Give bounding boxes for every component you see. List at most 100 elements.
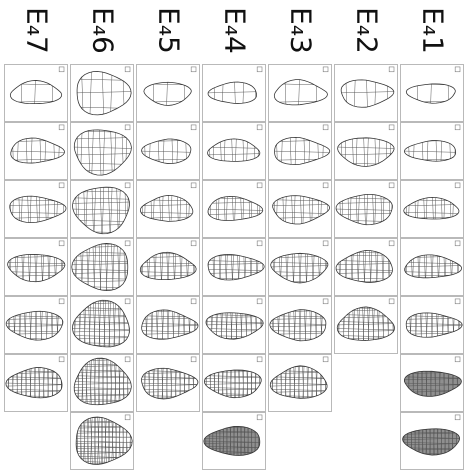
mesh-outline <box>11 138 65 163</box>
corner-marker-icon <box>125 299 130 304</box>
mesh-tile <box>70 122 134 180</box>
corner-marker-icon <box>257 67 262 72</box>
mesh-tile <box>334 122 398 180</box>
mesh-shape <box>5 123 67 179</box>
mesh-tile <box>4 122 68 180</box>
corner-marker-icon <box>455 299 460 304</box>
corner-marker-icon <box>59 357 64 362</box>
mesh-shape <box>269 181 331 237</box>
mesh-tile <box>136 296 200 354</box>
mesh-tile <box>268 180 332 238</box>
mesh-shape <box>203 239 265 295</box>
mesh-outline <box>338 138 394 167</box>
mesh-grid <box>71 181 133 237</box>
corner-marker-icon <box>59 125 64 130</box>
corner-marker-icon <box>455 357 460 362</box>
corner-marker-icon <box>389 67 394 72</box>
mesh-tile <box>136 180 200 238</box>
corner-marker-icon <box>389 241 394 246</box>
corner-marker-icon <box>323 183 328 188</box>
mesh-shape <box>401 413 463 469</box>
mesh-grid <box>203 65 265 121</box>
corner-marker-icon <box>191 357 196 362</box>
mesh-grid <box>269 239 331 295</box>
mesh-tile <box>4 64 68 122</box>
mesh-grid <box>269 355 331 411</box>
mesh-grid <box>269 65 331 121</box>
column-label: E₄1 <box>417 0 450 64</box>
mesh-grid <box>137 239 199 295</box>
mesh-tile <box>136 354 200 412</box>
mesh-tile <box>400 412 464 470</box>
mesh-grid <box>269 297 331 353</box>
mesh-grid <box>137 123 199 179</box>
corner-marker-icon <box>191 67 196 72</box>
mesh-tile <box>4 296 68 354</box>
mesh-shape <box>137 297 199 353</box>
mesh-shape <box>71 413 133 469</box>
corner-marker-icon <box>257 299 262 304</box>
mesh-grid <box>137 297 199 353</box>
mesh-shape <box>71 355 133 411</box>
mesh-shape <box>401 297 463 353</box>
column-label: E₄4 <box>219 0 252 64</box>
mesh-tile <box>202 354 266 412</box>
column-label: E₄5 <box>153 0 186 64</box>
mesh-tile <box>400 296 464 354</box>
mesh-shape <box>401 123 463 179</box>
mesh-grid <box>335 181 397 237</box>
mesh-tile <box>202 238 266 296</box>
corner-marker-icon <box>389 299 394 304</box>
mesh-shape <box>203 355 265 411</box>
mesh-outline <box>10 80 61 103</box>
mesh-shape <box>5 355 67 411</box>
mesh-grid <box>5 123 67 179</box>
mesh-shape <box>401 355 463 411</box>
mesh-shape <box>335 297 397 353</box>
column-label: E₄7 <box>21 0 54 64</box>
mesh-shape <box>5 65 67 121</box>
corner-marker-icon <box>455 415 460 420</box>
mesh-shape <box>203 297 265 353</box>
column-label: E₄3 <box>285 0 318 64</box>
mesh-grid <box>203 297 265 353</box>
mesh-tile <box>70 412 134 470</box>
mesh-shape <box>137 123 199 179</box>
corner-marker-icon <box>125 125 130 130</box>
corner-marker-icon <box>191 299 196 304</box>
mesh-outline <box>404 141 455 162</box>
corner-marker-icon <box>59 299 64 304</box>
corner-marker-icon <box>125 67 130 72</box>
mesh-tile <box>70 354 134 412</box>
mesh-grid <box>71 297 133 353</box>
mesh-tile <box>268 64 332 122</box>
mesh-shape <box>71 297 133 353</box>
mesh-shape <box>401 65 463 121</box>
mesh-shape <box>137 355 199 411</box>
mesh-outline <box>208 254 264 280</box>
corner-marker-icon <box>191 183 196 188</box>
mesh-outline <box>77 71 131 114</box>
mesh-tile <box>334 238 398 296</box>
mesh-grid <box>269 123 331 179</box>
mesh-grid <box>71 413 133 469</box>
column-label: E₄2 <box>351 0 384 64</box>
mesh-grid <box>401 239 463 295</box>
mesh-grid <box>401 123 463 179</box>
mesh-grid <box>203 123 265 179</box>
corner-marker-icon <box>257 357 262 362</box>
mesh-shape <box>401 239 463 295</box>
corner-marker-icon <box>455 241 460 246</box>
mesh-grid <box>335 239 397 295</box>
mesh-tile <box>268 238 332 296</box>
mesh-tile <box>202 122 266 180</box>
mesh-tile <box>400 354 464 412</box>
mesh-grid <box>71 123 133 179</box>
mesh-grid <box>137 181 199 237</box>
mesh-shape <box>203 123 265 179</box>
mesh-tile <box>334 180 398 238</box>
mesh-tile <box>202 180 266 238</box>
mesh-grid <box>5 65 67 121</box>
corner-marker-icon <box>455 183 460 188</box>
mesh-shape <box>137 65 199 121</box>
